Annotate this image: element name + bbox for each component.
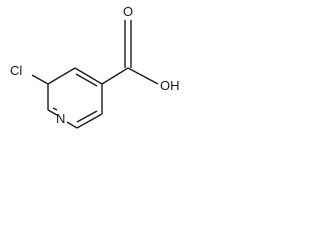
structure-diagram: Cl N OH O bbox=[10, 4, 180, 129]
bond-c6-n1 bbox=[66, 121, 78, 129]
bond-c5-c6 bbox=[76, 113, 103, 129]
bond-c4-carboxyl bbox=[101, 67, 129, 85]
bond-c5-c6-double bbox=[76, 110, 98, 123]
nitrogen-label: N bbox=[56, 111, 65, 126]
bond-c2-n1-double bbox=[52, 107, 58, 111]
bond-n1-c2 bbox=[47, 109, 58, 116]
hydroxyl-label: OH bbox=[160, 78, 180, 93]
carbonyl-oxygen-label: O bbox=[123, 4, 133, 19]
chlorine-label: Cl bbox=[10, 63, 22, 78]
bond-carboxyl-oh bbox=[127, 67, 159, 85]
bond-c2-c3 bbox=[47, 67, 76, 85]
bond-c3-c4 bbox=[74, 67, 103, 85]
bond-c3-c4-double bbox=[75, 73, 98, 87]
bond-c2-cl bbox=[31, 74, 49, 85]
